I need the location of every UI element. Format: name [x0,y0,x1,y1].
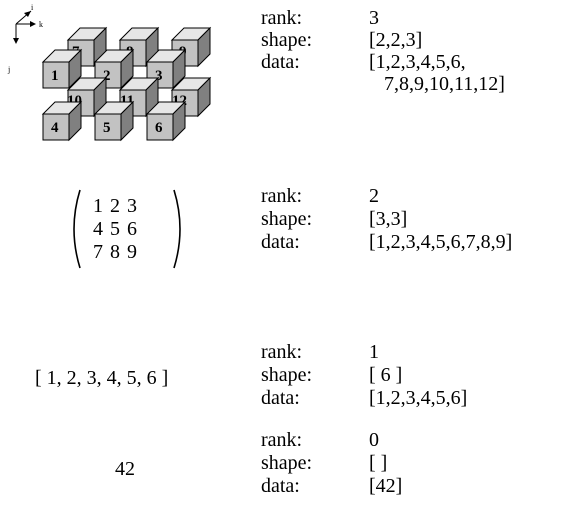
rank3-cube-diagram: i k j 7 8 9 1 2 3 10 11 12 4 5 6 [7,3,211,141]
rank0-rank-value: 0 [369,429,379,451]
rank2-rank-value: 2 [369,185,379,207]
rank3-data-value: [1,2,3,4,5,6, [369,51,466,73]
matrix-row-1: 1 2 3 [93,195,137,217]
cube-cell-2: 2 [94,49,134,89]
rank3-shape-value: [2,2,3] [369,29,423,51]
rank-label: rank: [261,185,303,207]
data-label: data: [261,231,300,253]
vector-literal: [ 1, 2, 3, 4, 5, 6 ] [35,367,169,389]
rank1-data-value: [1,2,3,4,5,6] [369,387,468,409]
matrix-row-3: 7 8 9 [93,241,137,263]
matrix-row-2: 4 5 6 [93,218,137,240]
scalar-literal: 42 [115,458,135,480]
rank3-data-value-cont: 7,8,9,10,11,12] [384,73,505,95]
rank1-rank-value: 1 [369,341,379,363]
svg-text:3: 3 [155,68,163,84]
rank2-data-value: [1,2,3,4,5,6,7,8,9] [369,231,513,253]
shape-label: shape: [261,208,313,230]
svg-text:6: 6 [155,120,163,136]
cube-cell-3: 3 [146,49,186,89]
axis-j-label: j [7,65,10,74]
svg-text:2: 2 [103,68,111,84]
axis-k-label: k [39,20,43,29]
rank3-rank-value: 3 [369,7,379,29]
data-label: data: [261,51,300,73]
cube-cell-1: 1 [42,49,82,89]
rank-label: rank: [261,429,303,451]
rank0-data-value: [42] [369,475,403,497]
cube-cell-6: 6 [146,101,186,141]
shape-label: shape: [261,29,313,51]
axis-indicator: i k j [7,3,43,74]
cube-cell-5: 5 [94,101,134,141]
rank0-shape-value: [ ] [369,452,388,474]
rank2-shape-value: [3,3] [369,208,408,230]
rank-label: rank: [261,7,303,29]
svg-text:4: 4 [51,120,59,136]
shape-label: shape: [261,452,313,474]
rank1-shape-value: [ 6 ] [369,364,403,386]
data-label: data: [261,387,300,409]
svg-text:1: 1 [51,68,59,84]
svg-text:5: 5 [103,120,111,136]
cube-cell-4: 4 [42,101,82,141]
matrix-brackets [73,189,181,269]
rank-label: rank: [261,341,303,363]
data-label: data: [261,475,300,497]
shape-label: shape: [261,364,313,386]
axis-i-label: i [31,3,34,12]
